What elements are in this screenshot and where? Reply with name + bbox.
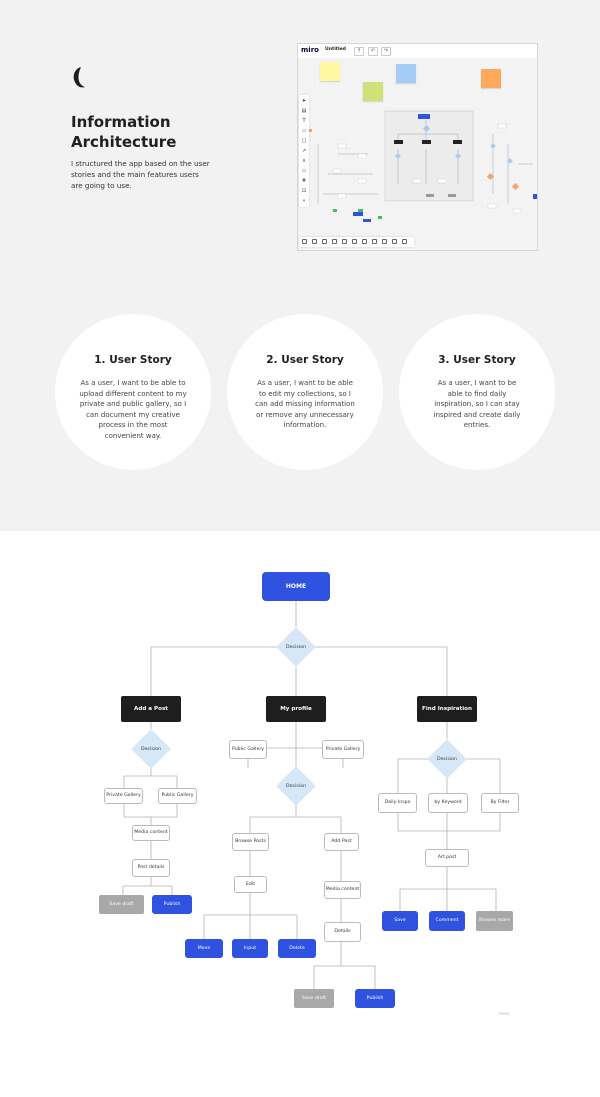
flow-connectors <box>122 601 501 989</box>
timer-icon[interactable] <box>372 239 377 244</box>
list-icon[interactable] <box>342 239 347 244</box>
card-icon[interactable] <box>332 239 337 244</box>
user-story-text: As a user, I want to be able to upload d… <box>79 379 187 440</box>
user-story-card-1: 1. User Story As a user, I want to be ab… <box>55 314 211 470</box>
my-profile-node: My profile <box>266 696 326 722</box>
user-story-title: 2. User Story <box>266 354 344 366</box>
save-draft-button: Save draft <box>294 989 334 1008</box>
publish-button: Publish <box>152 895 192 914</box>
post-details-node: Post details <box>132 859 170 877</box>
miro-board-preview: miro Untitled ↑ ↶ ↷ ➤ ▤ T ▱ □ ↗ ʌ ▭ # ⊡ … <box>297 43 538 251</box>
like-icon[interactable] <box>362 239 367 244</box>
details-node: Details <box>324 922 361 942</box>
browse-more-button: Browse more <box>476 911 513 931</box>
sticky-note-blue <box>396 64 416 83</box>
add-post-node: Add Post <box>324 833 359 851</box>
art-post-node: Art post <box>425 849 469 867</box>
public-gallery-node: Public Gallery <box>158 788 197 804</box>
save-button: Save <box>382 911 418 931</box>
bulb-icon[interactable] <box>402 239 407 244</box>
user-story-title: 3. User Story <box>438 354 516 366</box>
sticky-note-orange <box>481 69 501 88</box>
page-description: I structured the app based on the user s… <box>71 159 210 190</box>
miro-grid <box>298 58 537 250</box>
shape-icon[interactable]: □ <box>301 138 307 144</box>
miro-file-name[interactable]: Untitled <box>325 47 346 52</box>
private-gallery-node: Private Gallery <box>104 788 143 804</box>
private-gallery-node: Private Gallery <box>322 740 364 759</box>
by-keyword-node: by Keyword <box>428 793 468 813</box>
sticky-note-yellow <box>320 62 340 81</box>
more-icon[interactable]: » <box>302 198 306 204</box>
page-title: Information Architecture <box>71 113 177 151</box>
decision-node: Decision <box>276 766 316 806</box>
sticky-icon[interactable]: ▱ <box>302 128 306 134</box>
share-icon[interactable]: ↑ <box>354 47 364 56</box>
user-story-title: 1. User Story <box>94 354 172 366</box>
public-gallery-node: Public Gallery <box>229 740 267 759</box>
move-button: Move <box>185 939 223 958</box>
media-content-node: Media content <box>132 825 170 841</box>
miro-watermark: miro <box>499 1012 510 1017</box>
find-inspiration-node: Find Inspiration <box>417 696 477 722</box>
user-story-text: As a user, I want to be able to find dai… <box>433 379 521 430</box>
decision-node: Decision <box>131 729 171 769</box>
save-draft-button: Save draft <box>99 895 144 914</box>
grid-icon[interactable] <box>352 239 357 244</box>
home-node: HOME <box>262 572 330 601</box>
decision-node: Decision <box>427 739 467 779</box>
publish-button: Publish <box>355 989 395 1008</box>
comment-icon[interactable]: ▭ <box>301 168 307 174</box>
text-icon[interactable]: T <box>302 118 306 124</box>
delete-button: Delete <box>278 939 316 958</box>
pen-icon[interactable]: ʌ <box>302 158 306 164</box>
screen-icon[interactable] <box>322 239 327 244</box>
media-content-node: Media content <box>324 881 361 899</box>
browse-posts-node: Browse Posts <box>232 833 269 851</box>
redo-icon[interactable]: ↷ <box>381 47 391 56</box>
decision-node: Decision <box>276 627 316 667</box>
sticky-note-green <box>363 82 383 101</box>
miro-toolbar: miro Untitled ↑ ↶ ↷ <box>298 44 537 58</box>
flow-diagram: HOME Decision Add a Post My profile Find… <box>0 531 600 1097</box>
miro-tool-palette: ➤ ▤ T ▱ □ ↗ ʌ ▭ # ⊡ » <box>299 95 309 207</box>
chat-icon[interactable] <box>312 239 317 244</box>
cursor-icon[interactable]: ➤ <box>301 98 307 104</box>
template-icon[interactable]: ▤ <box>301 108 307 114</box>
comment-button: Comment <box>429 911 465 931</box>
apps-icon[interactable] <box>302 239 307 244</box>
upload-icon[interactable]: ⊡ <box>301 188 307 194</box>
edit-node: Edit <box>234 876 267 893</box>
add-a-post-node: Add a Post <box>121 696 181 722</box>
intro-section: Information Architecture I structured th… <box>0 0 600 531</box>
user-story-card-2: 2. User Story As a user, I want to be ab… <box>227 314 383 470</box>
by-filter-node: By Filter <box>481 793 519 813</box>
user-story-text: As a user, I want to be able to edit my … <box>255 379 355 430</box>
input-button: Input <box>232 939 268 958</box>
undo-icon[interactable]: ↶ <box>368 47 378 56</box>
connector-icon[interactable]: ↗ <box>301 148 307 154</box>
daily-inspo-node: Daily Inspo <box>378 793 417 813</box>
frame-icon[interactable]: # <box>301 178 307 184</box>
miro-logo: miro <box>301 46 319 54</box>
user-story-card-3: 3. User Story As a user, I want to be ab… <box>399 314 555 470</box>
clock-icon[interactable] <box>392 239 397 244</box>
moon-icon <box>73 67 85 88</box>
miro-bottom-bar <box>299 237 414 247</box>
video-icon[interactable] <box>382 239 387 244</box>
